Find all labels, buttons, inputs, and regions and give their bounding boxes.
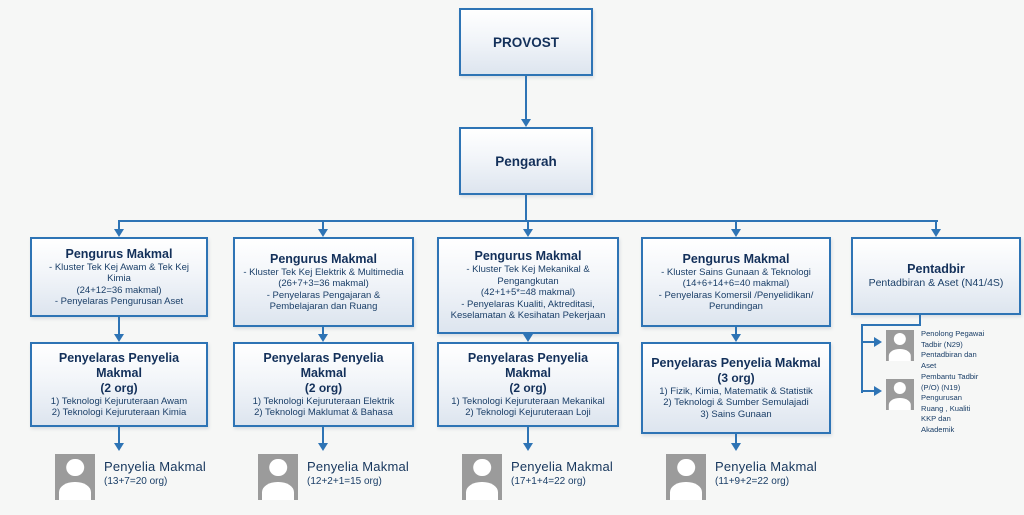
node-pengurus-makmal-2: Pengurus Makmal - Kluster Tek Kej Elektr… xyxy=(233,237,414,327)
node-provost: PROVOST xyxy=(459,8,593,76)
node-provost-title: PROVOST xyxy=(492,34,559,50)
arrow-down-icon xyxy=(114,443,124,451)
arrow-down-icon xyxy=(523,334,533,342)
node-title: Penyelaras Penyelia Makmal xyxy=(467,350,589,380)
node-line: - Penyelaras Pengajaran & Pembelajaran d… xyxy=(266,289,381,313)
node-pengarah: Pengarah xyxy=(459,127,593,195)
node-pentadbir: Pentadbir Pentadbiran & Aset (N41/4S) xyxy=(851,237,1021,315)
arrow-down-icon xyxy=(114,334,124,342)
arrow-down-icon xyxy=(731,334,741,342)
node-line: 2) Teknologi Kejuruteraan Kimia xyxy=(51,407,187,418)
admin-staff-2-text: Pembantu Tadbir (P/O) (N19) Pengurusan R… xyxy=(921,372,979,434)
connector-line xyxy=(863,390,875,392)
node-pengurus-makmal-4: Pengurus Makmal - Kluster Sains Gunaan &… xyxy=(641,237,831,327)
node-title: Pentadbir xyxy=(907,262,965,276)
connector-line xyxy=(735,220,737,230)
arrow-down-icon xyxy=(521,119,531,127)
connector-line xyxy=(118,427,120,444)
supervisor-label: Penyelia Makmal xyxy=(715,459,817,474)
person-icon xyxy=(55,454,95,500)
arrow-right-icon xyxy=(874,337,882,347)
node-line: 1) Teknologi Kejuruteraan Mekanikal xyxy=(451,395,605,407)
node-title: Penyelaras Penyelia Makmal xyxy=(58,350,180,380)
connector-line xyxy=(322,427,324,444)
node-line: 2) Teknologi Maklumat & Bahasa xyxy=(254,407,393,418)
node-line: - Penyelaras Pengurusan Aset xyxy=(54,296,184,307)
connector-line xyxy=(118,317,120,335)
connector-line xyxy=(322,220,324,230)
supervisor-label: Penyelia Makmal xyxy=(511,459,613,474)
node-title: Pengurus Makmal xyxy=(65,246,173,261)
node-line: 1) Teknologi Kejuruteraan Awam xyxy=(50,395,188,407)
node-title: Pengurus Makmal xyxy=(682,251,790,266)
node-line: - Kluster Tek Kej Mekanikal & Pengangkut… xyxy=(466,264,590,287)
person-icon xyxy=(462,454,502,500)
connector-line xyxy=(322,327,324,335)
node-pengarah-title: Pengarah xyxy=(495,153,557,169)
node-penyelaras-1: Penyelaras Penyelia Makmal (2 org) 1) Te… xyxy=(30,342,208,427)
connector-line xyxy=(525,195,527,222)
connector-line xyxy=(935,220,937,230)
node-count: (3 org) xyxy=(717,370,755,385)
node-line: 2) Teknologi & Sumber Semulajadi xyxy=(663,397,809,409)
supervisor-count: (12+2+1=15 org) xyxy=(307,476,382,487)
node-subtitle: Pentadbiran & Aset (N41/4S) xyxy=(868,277,1004,289)
node-penyelaras-2: Penyelaras Penyelia Makmal (2 org) 1) Te… xyxy=(233,342,414,427)
node-line: 2) Teknologi Kejuruteraan Loji xyxy=(465,407,591,418)
node-penyelaras-3: Penyelaras Penyelia Makmal (2 org) 1) Te… xyxy=(437,342,619,427)
node-penyelaras-4: Penyelaras Penyelia Makmal (3 org) 1) Fi… xyxy=(641,342,831,434)
admin-staff-1-text: Penolong Pegawai Tadbir (N29) Pentadbira… xyxy=(921,329,985,370)
connector-line xyxy=(527,427,529,444)
node-line: - Kluster Tek Kej Awam & Tek Kej Kimia xyxy=(49,261,189,285)
node-pengurus-makmal-3: Pengurus Makmal - Kluster Tek Kej Mekani… xyxy=(437,237,619,334)
node-pengurus-makmal-1: Pengurus Makmal - Kluster Tek Kej Awam &… xyxy=(30,237,208,317)
supervisor-count: (17+1+4=22 org) xyxy=(511,476,586,487)
supervisor-count: (11+9+2=22 org) xyxy=(715,476,790,487)
person-icon xyxy=(258,454,298,500)
node-count: (2 org) xyxy=(100,380,138,395)
connector-line xyxy=(527,220,529,230)
node-line: - Kluster Sains Gunaan & Teknologi xyxy=(661,266,811,278)
person-icon xyxy=(886,379,914,410)
node-count: (2 org) xyxy=(509,380,547,395)
node-title: Pengurus Makmal xyxy=(270,251,377,266)
node-line: (24+12=36 makmal) xyxy=(76,284,162,296)
node-title: Pengurus Makmal xyxy=(474,249,582,264)
supervisor-count: (13+7=20 org) xyxy=(104,476,168,487)
connector-line xyxy=(863,341,875,343)
arrow-down-icon xyxy=(731,229,741,237)
node-line: (42+1+5*=48 makmal) xyxy=(480,287,576,299)
connector-line xyxy=(861,324,863,393)
node-line: 1) Teknologi Kejuruteraan Elektrik xyxy=(252,395,395,407)
node-line: - Penyelaras Kualiti, Aktreditasi, Kesel… xyxy=(450,298,606,322)
supervisor-label: Penyelia Makmal xyxy=(307,459,409,474)
connector-line xyxy=(118,220,120,230)
arrow-down-icon xyxy=(523,229,533,237)
node-line: 1) Fizik, Kimia, Matematik & Statistik xyxy=(659,385,813,397)
connector-line xyxy=(861,324,921,326)
connector-line xyxy=(735,327,737,335)
node-title: Penyelaras Penyelia Makmal xyxy=(651,355,821,370)
arrow-right-icon xyxy=(874,386,882,396)
node-line: 3) Sains Gunaan xyxy=(700,408,772,420)
connector-line xyxy=(525,76,527,120)
arrow-down-icon xyxy=(114,229,124,237)
arrow-down-icon xyxy=(318,443,328,451)
arrow-down-icon xyxy=(931,229,941,237)
node-line: - Penyelaras Komersil /Penyelidikan/ Per… xyxy=(658,289,814,313)
arrow-down-icon xyxy=(523,443,533,451)
person-icon xyxy=(666,454,706,500)
node-line: (26+7+3=36 makmal) xyxy=(278,278,369,289)
arrow-down-icon xyxy=(318,334,328,342)
arrow-down-icon xyxy=(318,229,328,237)
node-count: (2 org) xyxy=(304,380,343,395)
node-title: Penyelaras Penyelia Makmal xyxy=(263,350,384,380)
connector-line xyxy=(919,315,921,326)
arrow-down-icon xyxy=(731,443,741,451)
node-line: (14+6+14+6=40 makmal) xyxy=(682,278,790,289)
person-icon xyxy=(886,330,914,361)
supervisor-label: Penyelia Makmal xyxy=(104,459,206,474)
node-line: - Kluster Tek Kej Elektrik & Multimedia xyxy=(243,266,404,278)
connector-line xyxy=(735,434,737,444)
